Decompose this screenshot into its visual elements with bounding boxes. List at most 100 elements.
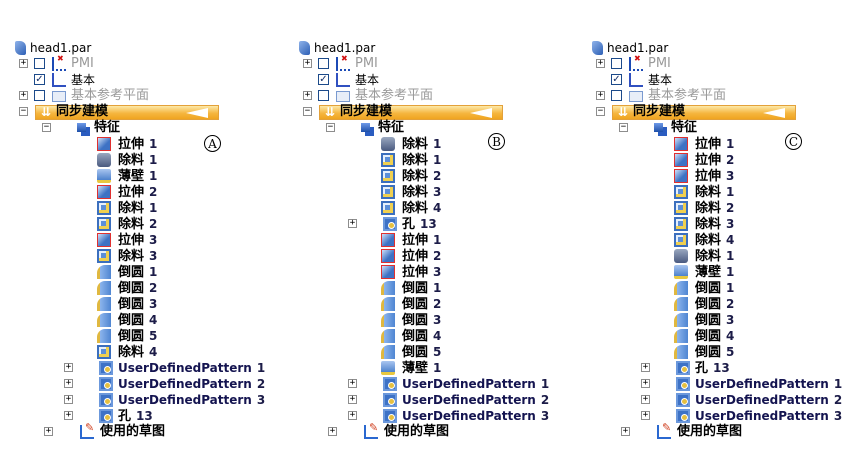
visibility-checkbox[interactable] bbox=[318, 58, 329, 69]
expand-toggle[interactable]: + bbox=[19, 58, 28, 68]
expand-toggle[interactable]: + bbox=[348, 394, 357, 404]
expand-toggle[interactable]: + bbox=[303, 58, 312, 68]
visibility-checkbox[interactable] bbox=[318, 90, 329, 101]
tree-item-base[interactable]: ✓基本 bbox=[577, 72, 777, 88]
collapse-toggle[interactable]: − bbox=[596, 106, 605, 116]
visibility-checkbox[interactable] bbox=[611, 58, 622, 69]
tree-item-features[interactable]: −特征 bbox=[284, 120, 484, 136]
visibility-checkbox[interactable] bbox=[34, 90, 45, 101]
tree-item-base-planes[interactable]: +基本参考平面 bbox=[284, 88, 484, 104]
visibility-checkbox[interactable] bbox=[611, 90, 622, 101]
tree-item-base[interactable]: ✓基本 bbox=[0, 72, 200, 88]
collapse-arrow-icon[interactable] bbox=[470, 108, 492, 118]
expand-toggle[interactable]: + bbox=[64, 410, 73, 420]
tree-item-base[interactable]: ✓基本 bbox=[284, 72, 484, 88]
expand-toggle[interactable]: + bbox=[621, 426, 630, 436]
tree-item-synchronous[interactable]: −⇊同步建模 bbox=[284, 104, 514, 120]
tree-root[interactable]: head1.par bbox=[284, 40, 484, 56]
visibility-checkbox[interactable]: ✓ bbox=[318, 74, 329, 85]
expand-toggle[interactable]: + bbox=[596, 90, 605, 100]
expand-toggle[interactable]: + bbox=[64, 378, 73, 388]
tree-item-synchronous[interactable]: −⇊同步建模 bbox=[0, 104, 230, 120]
visibility-checkbox[interactable]: ✓ bbox=[611, 74, 622, 85]
collapse-toggle[interactable]: − bbox=[619, 122, 628, 132]
collapse-arrow-icon[interactable] bbox=[186, 108, 208, 118]
tree-item-used-sketches[interactable]: +使用的草图 bbox=[284, 421, 484, 440]
visibility-checkbox[interactable] bbox=[34, 58, 45, 69]
expand-toggle[interactable]: + bbox=[641, 378, 650, 388]
collapse-toggle[interactable]: − bbox=[42, 122, 51, 132]
expand-toggle[interactable]: + bbox=[328, 426, 337, 436]
expand-toggle[interactable]: + bbox=[19, 90, 28, 100]
tree-item-pmi[interactable]: +PMI bbox=[284, 54, 484, 72]
collapse-toggle[interactable]: − bbox=[303, 106, 312, 116]
expand-toggle[interactable]: + bbox=[64, 362, 73, 372]
expand-toggle[interactable]: + bbox=[641, 394, 650, 404]
tree-item-pmi[interactable]: +PMI bbox=[0, 54, 200, 72]
tree-item-base-planes[interactable]: +基本参考平面 bbox=[577, 88, 777, 104]
expand-toggle[interactable]: + bbox=[641, 362, 650, 372]
tree-item-features[interactable]: −特征 bbox=[577, 120, 777, 136]
expand-toggle[interactable]: + bbox=[44, 426, 53, 436]
tree-root[interactable]: head1.par bbox=[0, 40, 200, 56]
collapse-toggle[interactable]: − bbox=[19, 106, 28, 116]
expand-toggle[interactable]: + bbox=[641, 410, 650, 420]
tree-item-base-planes[interactable]: +基本参考平面 bbox=[0, 88, 200, 104]
tree-root[interactable]: head1.par bbox=[577, 40, 777, 56]
collapse-toggle[interactable]: − bbox=[326, 122, 335, 132]
visibility-checkbox[interactable]: ✓ bbox=[34, 74, 45, 85]
expand-toggle[interactable]: + bbox=[348, 410, 357, 420]
expand-toggle[interactable]: + bbox=[348, 218, 357, 228]
tree-item-features[interactable]: −特征 bbox=[0, 120, 200, 136]
tree-item-used-sketches[interactable]: +使用的草图 bbox=[0, 421, 200, 440]
